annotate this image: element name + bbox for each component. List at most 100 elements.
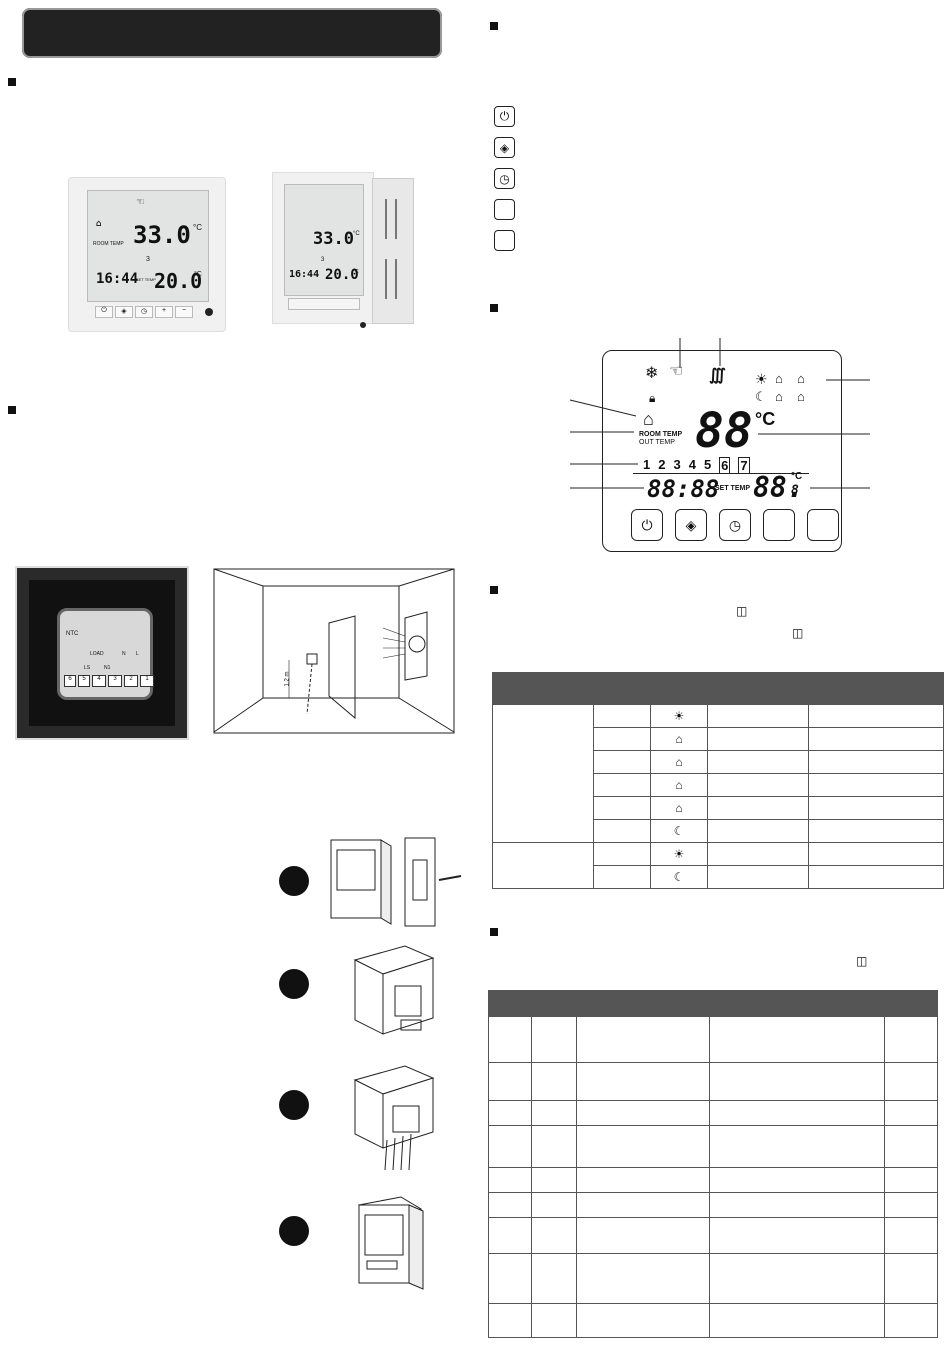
house-icon: ⌂	[643, 409, 654, 429]
lcd-button-row: ⏻ ◈ ◷	[631, 509, 839, 541]
program-day: 3	[146, 256, 150, 263]
table-cell	[707, 727, 809, 751]
terminal: 1	[140, 675, 154, 687]
terminal-row: 6 5 4 3 2 1	[64, 675, 154, 687]
table-cell	[709, 1253, 885, 1304]
table-cell	[576, 1100, 710, 1126]
thermostat-photo-front: ☜ ⌂ 33.0 °C ROOM TEMP 3 16:44 SET TEMP 2…	[68, 177, 226, 332]
table-cell	[707, 865, 809, 889]
sun-icon: ☀	[755, 371, 768, 387]
table-cell	[808, 842, 944, 866]
photo-button-row	[288, 298, 360, 310]
table-cell	[593, 796, 651, 820]
wiring-back-photo: NTC LOAD LS N1 N L 6 5 4 3 2 1	[15, 566, 189, 740]
table-cell	[593, 819, 651, 843]
room-unit: °C	[193, 223, 202, 232]
section-marker	[490, 586, 498, 594]
house-home-icon: ⌂	[650, 796, 708, 820]
table-cell	[576, 1167, 710, 1193]
out-temp-label: OUT TEMP	[639, 439, 675, 446]
table-cell	[531, 1062, 577, 1101]
table-cell	[488, 1125, 532, 1168]
table-row	[488, 1016, 938, 1063]
table-cell	[884, 1062, 938, 1101]
mode-icon: ◫	[736, 604, 748, 618]
down-button[interactable]	[807, 509, 839, 541]
table-cell	[707, 704, 809, 728]
table-cell	[884, 1167, 938, 1193]
table-cell	[884, 1192, 938, 1218]
set-temp: 88.	[753, 471, 804, 504]
ntc-label: NTC	[66, 631, 79, 637]
table-cell	[531, 1016, 577, 1063]
terminal: 5	[78, 675, 90, 687]
house-out-icon: ⌂	[775, 371, 783, 386]
table-cell	[884, 1303, 938, 1338]
room-placement-diagram	[213, 568, 455, 734]
vent-slot	[385, 199, 387, 239]
wiring-label: NTC LOAD LS N1 N L 6 5 4 3 2 1	[57, 608, 154, 700]
title-bar	[22, 8, 442, 58]
table-cell	[531, 1192, 577, 1218]
table-row: ⌂	[493, 796, 944, 820]
clock-button[interactable]: ◷	[135, 306, 153, 318]
plus-button[interactable]: +	[155, 306, 173, 318]
day-4: 4	[688, 457, 696, 472]
table-row	[488, 1125, 938, 1168]
moon-icon: ☾	[650, 819, 708, 843]
mode-button[interactable]: ◈	[675, 509, 707, 541]
terminal: 2	[124, 675, 138, 687]
table-cell	[576, 1253, 710, 1304]
set-temp-decimal: 8	[791, 483, 799, 498]
power-button[interactable]: ⏻	[95, 306, 113, 318]
lcd-screen: 33.0 °C 3 16:44 20.0 °C	[284, 184, 364, 296]
clock: 16:44	[96, 271, 139, 287]
snowflake-icon: ❄	[645, 365, 659, 382]
table-cell	[808, 773, 944, 797]
minus-button[interactable]: −	[175, 306, 193, 318]
program-day: 3	[321, 257, 325, 263]
key-icon-list: ⏻ ◈ ◷	[494, 106, 515, 251]
callout-lines	[569, 338, 870, 489]
set-unit: °C	[353, 269, 359, 275]
table-cell	[709, 1062, 885, 1101]
n-label: N	[122, 651, 126, 657]
table-row: ⌂	[493, 750, 944, 774]
step-marker	[279, 1090, 309, 1120]
vent-slot	[395, 259, 397, 299]
install-step-mount-illustration	[330, 837, 462, 927]
vent-slot	[395, 199, 397, 239]
mode-button[interactable]: ◈	[115, 306, 133, 318]
table-cell	[576, 1125, 710, 1168]
room-temp-label: ROOM TEMP	[639, 431, 683, 438]
table-cell	[488, 1167, 532, 1193]
indicator-led	[360, 322, 366, 328]
table-cell	[709, 1016, 885, 1063]
table-cell	[488, 1062, 532, 1101]
up-button[interactable]	[763, 509, 795, 541]
table-row: ☾	[493, 865, 944, 889]
table-row	[488, 1062, 938, 1101]
section-marker	[490, 22, 498, 30]
table-row	[488, 1253, 938, 1304]
set-temp-label: SET TEMP	[715, 485, 751, 492]
table-cell	[709, 1100, 885, 1126]
clock-button[interactable]: ◷	[719, 509, 751, 541]
install-step-wire-illustration	[353, 945, 435, 1035]
table-cell	[709, 1167, 885, 1193]
moon-icon: ☾	[650, 865, 708, 889]
down-key-icon	[494, 230, 515, 251]
section-marker	[8, 406, 16, 414]
terminal: 6	[64, 675, 76, 687]
load-label: LOAD	[90, 651, 104, 657]
table-cell	[709, 1125, 885, 1168]
indicator-led	[205, 308, 213, 316]
clock-icon: ◷	[494, 168, 515, 189]
power-button[interactable]: ⏻	[631, 509, 663, 541]
house-icon: ⌂	[96, 219, 102, 229]
install-step-connect-illustration	[353, 1065, 435, 1171]
sun-icon: ☀	[650, 704, 708, 728]
section-marker	[490, 304, 498, 312]
table-row: ☀	[492, 704, 944, 843]
house-away-icon: ⌂	[775, 389, 783, 404]
